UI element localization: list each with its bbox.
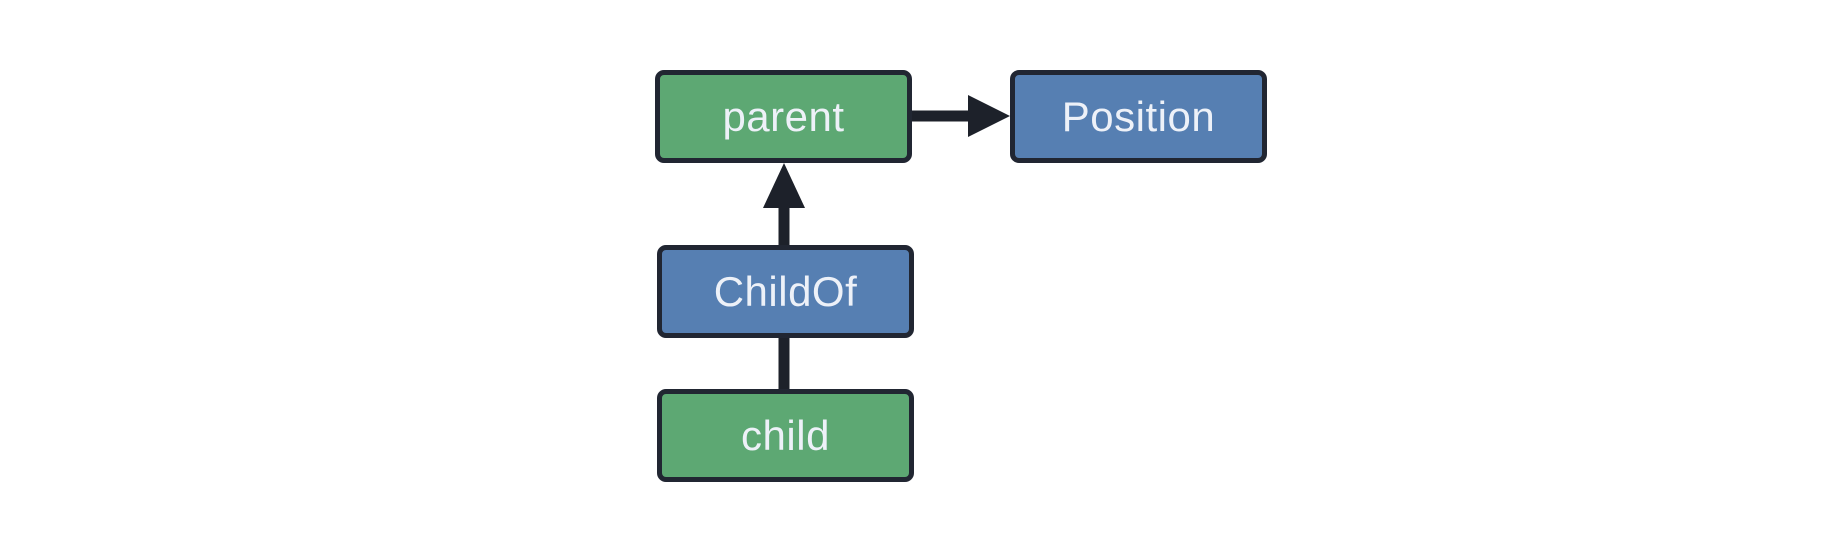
node-childof: ChildOf — [657, 245, 914, 338]
node-position: Position — [1010, 70, 1267, 163]
node-child-label: child — [741, 411, 830, 459]
node-position-label: Position — [1061, 92, 1216, 140]
edge-parent-to-position-arrow — [908, 95, 1010, 137]
node-parent: parent — [655, 70, 912, 163]
node-parent-label: parent — [722, 92, 845, 140]
node-child: child — [657, 389, 914, 482]
node-childof-label: ChildOf — [713, 267, 858, 315]
edge-childof-to-parent-arrow — [763, 163, 805, 250]
